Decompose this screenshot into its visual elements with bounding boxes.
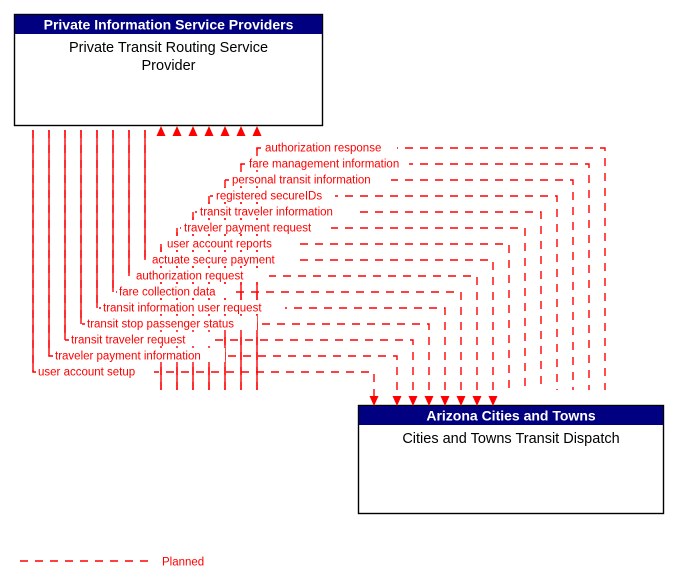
- label-bg-down-7: [53, 348, 225, 362]
- flow-label-authorization-request: authorization request: [136, 271, 244, 283]
- arrowhead-up-3: [220, 126, 230, 136]
- label-bg-down-3: [117, 284, 235, 298]
- label-bg-down-4: [101, 300, 285, 314]
- arrowhead-down-4: [440, 396, 450, 406]
- flow-down-transit-information-user-request[interactable]: transit information user request: [96, 130, 450, 406]
- label-bg-up-5: [197, 204, 357, 218]
- flow-up-transit-traveler-information[interactable]: transit traveler information: [188, 126, 542, 390]
- label-bg-up-3: [229, 172, 391, 186]
- label-bg-up-2: [245, 156, 409, 170]
- flow-group-upward: authorization response fare management i…: [156, 126, 606, 390]
- label-bg-up-7: [165, 236, 293, 250]
- flow-group-downward: actuate secure payment authorization req…: [32, 130, 498, 406]
- flow-down-traveler-payment-information[interactable]: traveler payment information: [48, 130, 402, 406]
- arrowhead-up-5: [188, 126, 198, 136]
- arrowhead-down-7: [392, 396, 402, 406]
- label-bg-up-4: [213, 188, 335, 202]
- arrowhead-up-2: [236, 126, 246, 136]
- label-bg-up-1: [261, 140, 397, 154]
- label-bg-down-2: [133, 268, 269, 282]
- arrowhead-down-2: [472, 396, 482, 406]
- flow-label-user-account-reports: user account reports: [167, 239, 272, 251]
- arrowhead-up-1: [252, 126, 262, 136]
- flow-label-fare-collection-data: fare collection data: [119, 287, 216, 299]
- arrowhead-up-6: [172, 126, 182, 136]
- flow-label-authorization-response: authorization response: [265, 143, 381, 155]
- bottom-box-header-bar: [359, 406, 663, 425]
- arrowhead-up-7: [156, 126, 166, 136]
- top-box-title-line1: Private Transit Routing Service: [69, 40, 268, 56]
- flow-label-traveler-payment-information: traveler payment information: [55, 351, 201, 363]
- top-box-header-label: Private Information Service Providers: [44, 17, 294, 33]
- legend-planned-label: Planned: [162, 557, 204, 569]
- flow-down-transit-traveler-request[interactable]: transit traveler request: [64, 130, 418, 406]
- top-box-header-bar: [15, 15, 322, 34]
- flow-label-transit-traveler-information: transit traveler information: [200, 207, 333, 219]
- label-bg-down-6: [69, 332, 211, 346]
- arrowhead-down-3: [456, 396, 466, 406]
- arrowhead-down-6: [408, 396, 418, 406]
- flow-down-transit-stop-passenger-status[interactable]: transit stop passenger status: [80, 130, 434, 406]
- flow-label-transit-stop-passenger-status: transit stop passenger status: [87, 319, 234, 331]
- flow-down-user-account-setup[interactable]: user account setup: [32, 130, 379, 406]
- top-box[interactable]: Private Information Service Providers Pr…: [13, 13, 324, 127]
- top-box-title-line2: Provider: [142, 58, 196, 74]
- flow-down-actuate-secure-payment[interactable]: actuate secure payment: [144, 130, 498, 406]
- label-bg-down-1: [149, 252, 295, 266]
- flow-down-authorization-request[interactable]: authorization request: [128, 130, 482, 406]
- arrowhead-down-8: [369, 396, 379, 406]
- flow-label-transit-information-user-request: transit information user request: [103, 303, 262, 315]
- flow-down-fare-collection-data[interactable]: fare collection data: [112, 130, 466, 406]
- flow-label-transit-traveler-request: transit traveler request: [71, 335, 186, 347]
- arrowhead-down-1: [488, 396, 498, 406]
- label-bg-down-8: [36, 364, 154, 378]
- arrowhead-up-4: [204, 126, 214, 136]
- legend: Planned: [20, 557, 204, 569]
- flow-label-personal-transit-information: personal transit information: [232, 175, 371, 187]
- bottom-box[interactable]: Arizona Cities and Towns Cities and Town…: [357, 404, 665, 515]
- flow-label-user-account-setup: user account setup: [38, 367, 135, 379]
- arrowhead-down-5: [424, 396, 434, 406]
- flow-label-traveler-payment-request: traveler payment request: [184, 223, 312, 235]
- flow-label-fare-management-information: fare management information: [249, 159, 399, 171]
- bottom-box-title-line1: Cities and Towns Transit Dispatch: [402, 431, 619, 447]
- flow-label-registered-secureids: registered secureIDs: [216, 191, 322, 203]
- bottom-box-header-label: Arizona Cities and Towns: [426, 408, 596, 424]
- flow-up-traveler-payment-request[interactable]: traveler payment request: [172, 126, 526, 390]
- label-bg-up-6: [181, 220, 331, 234]
- flow-label-actuate-secure-payment: actuate secure payment: [152, 255, 276, 267]
- label-bg-down-5: [85, 316, 257, 330]
- flow-up-user-account-reports[interactable]: user account reports: [156, 126, 510, 390]
